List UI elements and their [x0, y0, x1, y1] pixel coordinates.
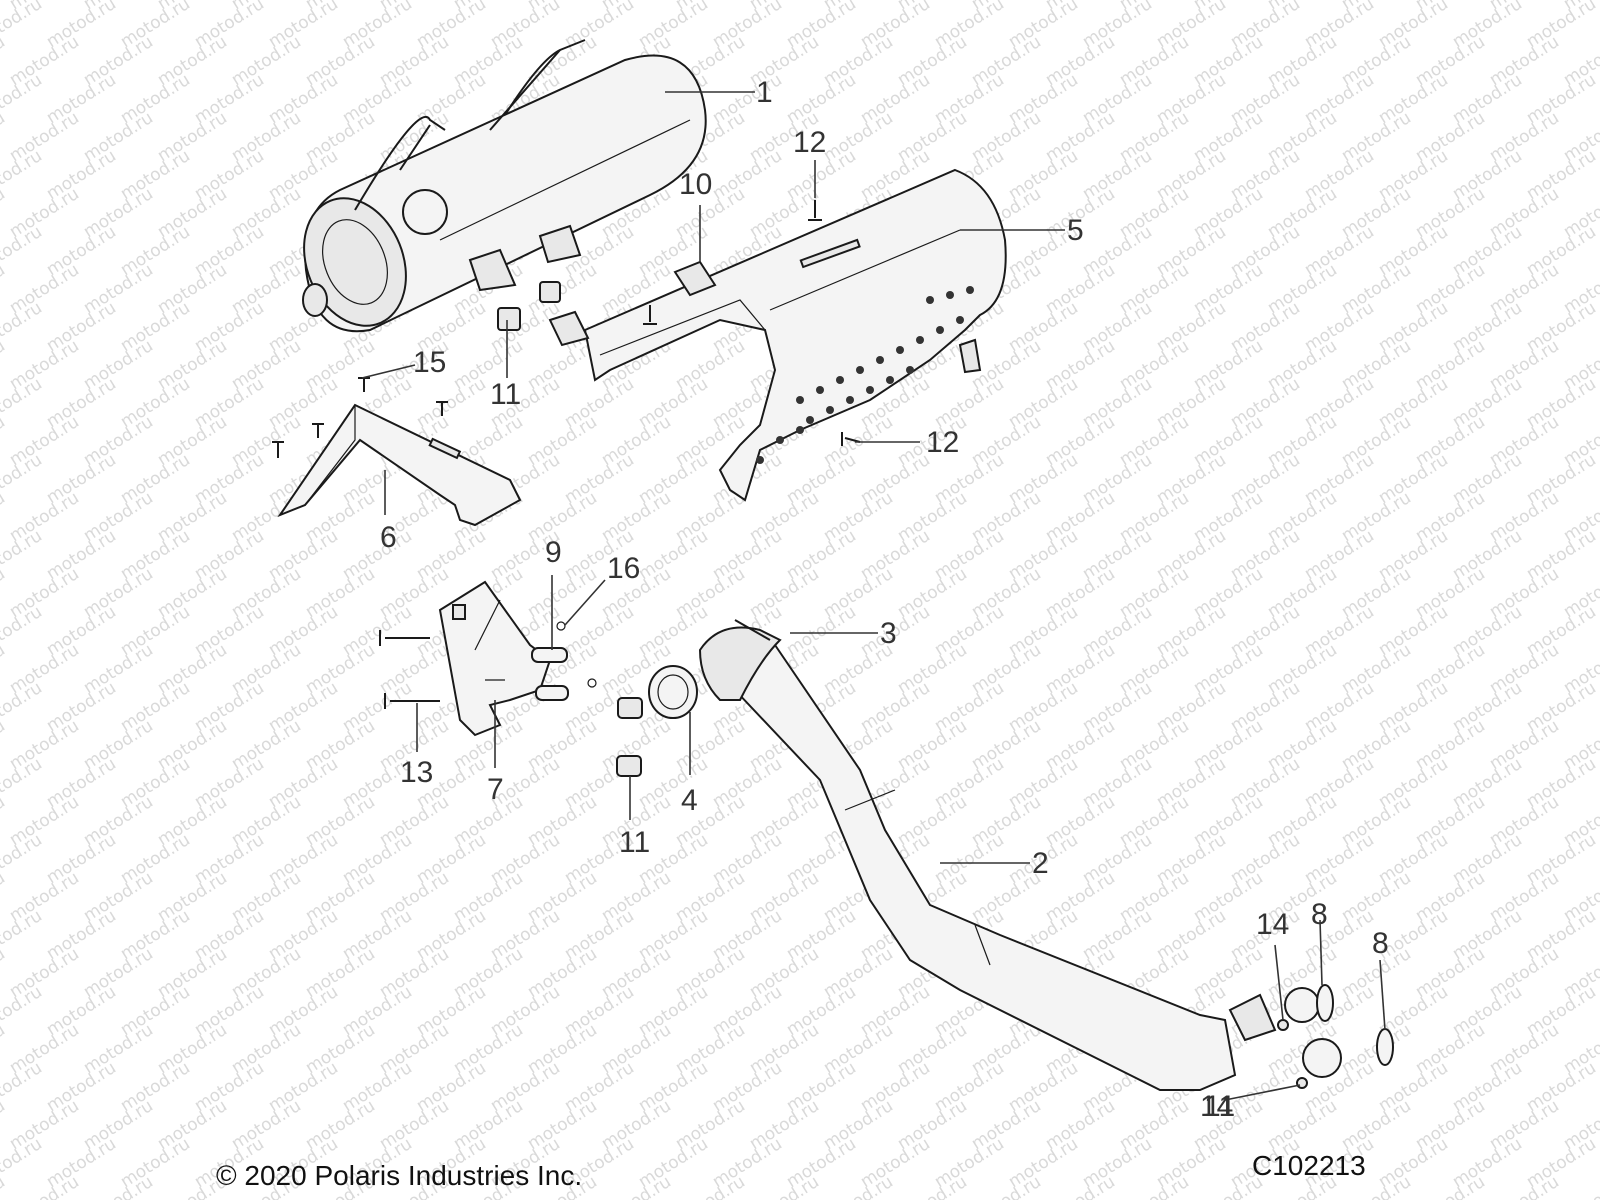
- watermark-text: motod.ru: [0, 450, 46, 508]
- copyright-notice: © 2020 Polaris Industries Inc.: [216, 1160, 583, 1191]
- callout-14a: 14: [1256, 908, 1289, 941]
- watermark-text: motod.ru: [0, 716, 9, 774]
- bolt-part-12c: [643, 305, 657, 325]
- watermark-text: motod.ru: [0, 184, 9, 242]
- watermark-text: motod.ru: [0, 32, 9, 90]
- callout-labels: 1 2 3 4 5 6 7 8 8 9 10 11 11 11 12 12 13…: [380, 76, 1389, 1123]
- callout-7: 7: [487, 773, 504, 806]
- screw-part-15d: [272, 441, 284, 458]
- spring-part-11a: [497, 307, 521, 331]
- watermark-text: motod.ru: [0, 222, 46, 280]
- watermark-text: motod.ru: [0, 374, 46, 432]
- exhaust-pipe-part-2: [713, 630, 1342, 1091]
- callout-12b: 12: [926, 426, 959, 459]
- spacer-part-9a: [531, 647, 568, 663]
- watermark-text: motod.ru: [0, 1058, 46, 1116]
- watermark-text: motod.ru: [0, 868, 9, 926]
- spring-part-11c: [617, 697, 643, 719]
- callout-6: 6: [380, 521, 397, 554]
- heat-shield-part-5: [583, 168, 1007, 502]
- watermark-text: motod.ru: [0, 754, 46, 812]
- callout-2: 2: [1032, 847, 1049, 880]
- watermark-text: motod.ru: [0, 792, 9, 850]
- screw-part-15b: [436, 401, 448, 416]
- callout-5: 5: [1067, 214, 1084, 247]
- watermark-text: motod.ru: [0, 830, 46, 888]
- callout-16: 16: [607, 552, 640, 585]
- bolt-part-12a: [808, 200, 822, 221]
- isolator-part-10b: [548, 310, 590, 347]
- callout-1: 1: [756, 76, 773, 109]
- watermark-text: motod.ru: [0, 70, 46, 128]
- watermark-text: motod.ru: [0, 678, 46, 736]
- watermark-text: motod.ru: [0, 108, 9, 166]
- watermark-text: motod.ru: [0, 488, 9, 546]
- gasket-part-8b: [1376, 1028, 1394, 1066]
- leader-lines: [361, 91, 1386, 1101]
- watermark-text: motod.ru: [0, 944, 9, 1002]
- watermark-text: motod.ru: [0, 1172, 9, 1200]
- clip-part-16a: [556, 621, 566, 631]
- clamp-part-3: [698, 619, 782, 701]
- gasket-part-4: [648, 665, 698, 719]
- spacer-part-9b: [535, 685, 569, 701]
- callout-13: 13: [400, 756, 433, 789]
- bracket-part-7: [438, 580, 552, 737]
- callout-8a: 8: [1311, 898, 1328, 931]
- gasket-part-8a: [1316, 984, 1334, 1022]
- screw-part-15a: [358, 377, 370, 392]
- gasket-inner: [657, 674, 689, 710]
- callout-10: 10: [679, 168, 712, 201]
- bolt-part-13b: [384, 693, 440, 709]
- callout-8b: 8: [1372, 927, 1389, 960]
- watermark-text: motod.ru: [0, 1134, 46, 1192]
- watermark-text: motod.ru: [0, 564, 9, 622]
- watermark-text: motod.ru: [1560, 1172, 1600, 1200]
- callout-11a: 11: [490, 378, 521, 411]
- callout-11b: 11: [619, 826, 650, 859]
- diagram-code: C102213: [1252, 1150, 1366, 1181]
- callout-4: 4: [681, 784, 698, 817]
- clip-part-16b: [587, 678, 597, 688]
- nut-part-14b: [1296, 1077, 1308, 1089]
- watermark-text: motod.ru: [0, 906, 46, 964]
- muffler-part-1: [302, 39, 707, 333]
- callout-3: 3: [880, 617, 897, 650]
- shield-part-6: [277, 403, 522, 527]
- bolt-part-13a: [379, 630, 430, 646]
- spring-part-11d: [616, 755, 642, 777]
- watermark-text: motod.ru: [0, 336, 9, 394]
- watermark-text: motod.ru: [0, 1020, 9, 1078]
- watermark-text: motod.ru: [0, 602, 46, 660]
- isolator-part-10a: [673, 260, 717, 297]
- watermark-text: motod.ru: [0, 640, 9, 698]
- spring-part-11b: [539, 281, 561, 303]
- watermark-text: motod.ru: [0, 1096, 9, 1154]
- callout-15: 15: [413, 346, 446, 379]
- watermark-text: motod.ru: [0, 982, 46, 1040]
- callout-11c: 11: [1204, 1090, 1235, 1123]
- watermark-text: motod.ru: [0, 526, 46, 584]
- callout-14b: 14: [1200, 1090, 1233, 1123]
- nut-part-14a: [1277, 1019, 1289, 1031]
- watermark-text: motod.ru: [0, 146, 46, 204]
- callout-12a: 12: [793, 126, 826, 159]
- callout-9: 9: [545, 536, 562, 569]
- watermark-text: motod.ru: [0, 412, 9, 470]
- screw-part-15c: [312, 423, 324, 438]
- watermark-text: motod.ru: [0, 260, 9, 318]
- watermark-text: motod.ru: [0, 0, 46, 52]
- watermark-text: motod.ru: [0, 298, 46, 356]
